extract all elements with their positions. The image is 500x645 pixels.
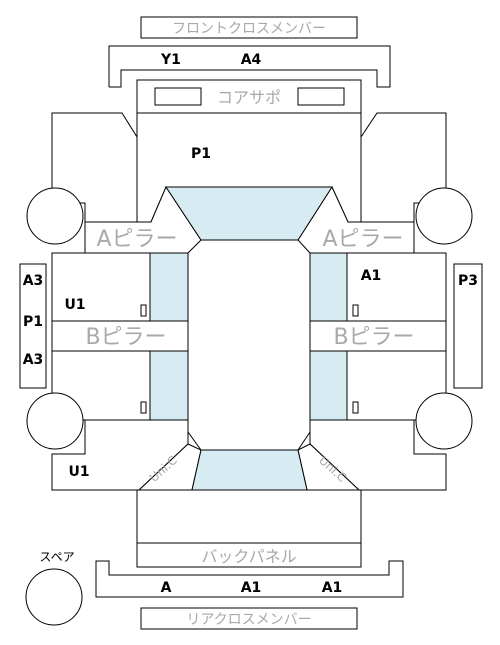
window-front-left: [149, 252, 189, 322]
wheel-front-right: [415, 187, 473, 245]
rear-bumper-outline: [95, 560, 404, 598]
headlight-right: [297, 87, 345, 106]
front-cross-member-label: フロントクロスメンバー: [172, 21, 326, 37]
rear-quarter-left: [51, 419, 189, 491]
rear-cross-code-3: A1: [322, 580, 343, 596]
rear-cross-code-2: A1: [241, 580, 262, 596]
rear-window: [191, 449, 308, 491]
door-handle-front-left: [140, 304, 147, 317]
rocker-left-code-1: A3: [23, 273, 44, 289]
window-rear-right: [309, 350, 348, 421]
roof: [187, 239, 311, 451]
a-pillar-right-label: Aピラー: [322, 227, 403, 252]
door-handle-rear-right: [352, 401, 359, 414]
rear-cross-member-box: [140, 607, 358, 630]
b-pillar-right-label: Bピラー: [333, 325, 414, 350]
trunk-lid: [136, 489, 362, 544]
rocker-right: [453, 263, 483, 389]
window-front-right: [309, 252, 348, 322]
rear-quarter-left-code: U1: [68, 464, 89, 480]
front-cross-code-left: Y1: [160, 52, 181, 68]
wheel-rear-left: [26, 392, 84, 450]
rocker-left-code-3: A3: [23, 352, 44, 368]
b-pillar-right: [309, 320, 447, 352]
door-handle-front-right: [352, 304, 359, 317]
wheel-front-left: [26, 187, 84, 245]
hood-code: P1: [191, 146, 211, 162]
door-front-left-code: U1: [64, 297, 85, 313]
rocker-right-code: P3: [458, 273, 478, 289]
a-pillar-left-label: Aピラー: [96, 227, 177, 252]
back-panel-label: バックパネル: [201, 547, 296, 566]
headlight-left: [154, 87, 202, 106]
rocker-left-code-2: P1: [23, 314, 43, 330]
rear-cross-code-1: A: [161, 580, 172, 596]
core-support-label: コアサポ: [217, 88, 281, 107]
rocker-left: [19, 263, 47, 389]
b-pillar-left: [51, 320, 189, 352]
front-cross-member-box: [140, 16, 358, 39]
back-panel: [136, 542, 362, 568]
spare-label: スペア: [39, 550, 74, 564]
b-pillar-left-label: Bピラー: [85, 325, 166, 350]
front-cross-code-right: A4: [241, 52, 262, 68]
door-handle-rear-left: [140, 401, 147, 414]
rear-cross-member-label: リアクロスメンバー: [186, 612, 311, 628]
rear-quarter-right: [309, 419, 447, 491]
wheel-rear-right: [415, 392, 473, 450]
spare-tire: [25, 568, 83, 626]
front-bumper-outline: [108, 45, 391, 88]
door-front-right-code: A1: [361, 268, 382, 284]
window-rear-left: [149, 350, 189, 421]
